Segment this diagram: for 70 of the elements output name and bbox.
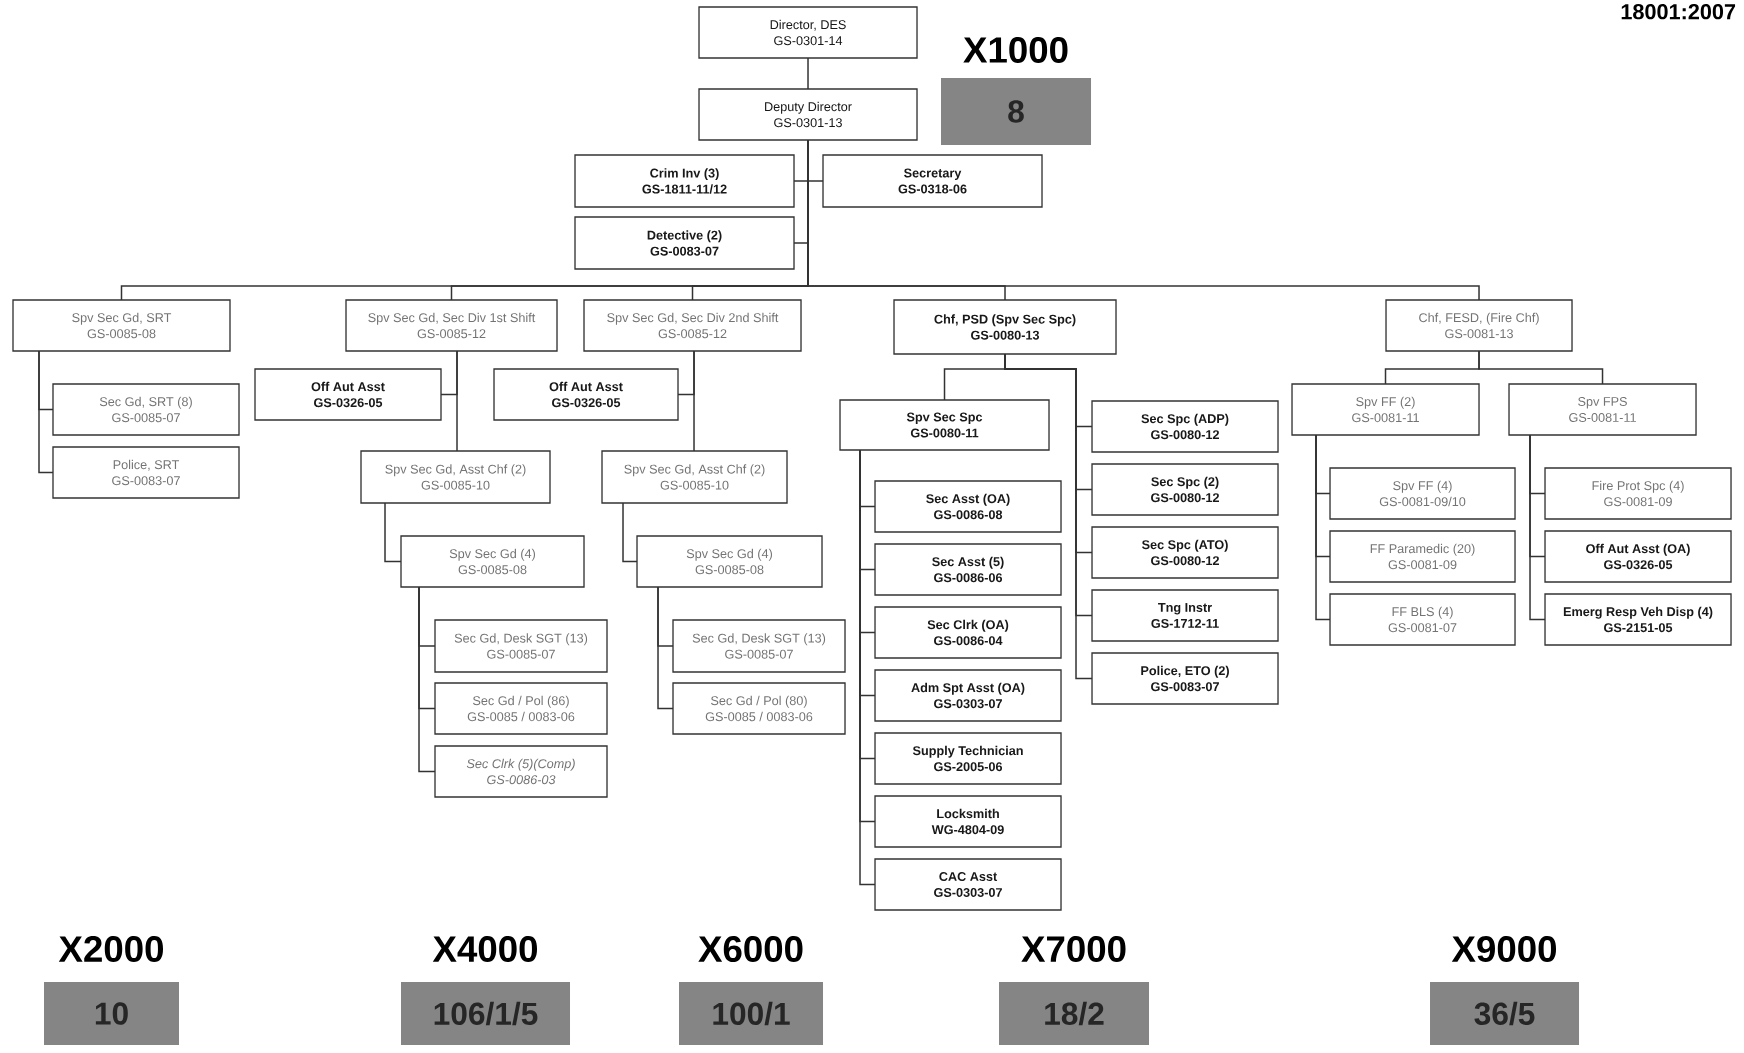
count-box: 18/2	[999, 982, 1149, 1045]
position-box: Spv FPS GS-0081-11	[1508, 383, 1697, 436]
position-box: Tng Instr GS-1712-11	[1091, 589, 1279, 642]
position-box: Locksmith WG-4804-09	[874, 795, 1062, 848]
position-box: Director, DES GS-0301-14	[698, 6, 918, 59]
position-box: Adm Spt Asst (OA) GS-0303-07	[874, 669, 1062, 722]
position-box: Chf, PSD (Spv Sec Spc) GS-0080-13	[893, 299, 1117, 355]
unit-code: X6000	[698, 936, 803, 962]
position-box: Sec Gd / Pol (80) GS-0085 / 0083-06	[672, 682, 846, 735]
position-box: Sec Asst (5) GS-0086-06	[874, 543, 1062, 596]
position-box: Sec Gd, Desk SGT (13) GS-0085-07	[434, 619, 608, 673]
connector-line	[657, 586, 674, 710]
position-box: Off Aut Asst GS-0326-05	[493, 368, 679, 421]
count-box: 36/5	[1430, 982, 1579, 1045]
position-box: FF Paramedic (20) GS-0081-09	[1329, 530, 1516, 583]
connector-line	[384, 502, 402, 563]
position-box: Detective (2) GS-0083-07	[574, 216, 795, 270]
position-box: Sec Asst (OA) GS-0086-08	[874, 480, 1062, 533]
position-box: Secretary GS-0318-06	[822, 154, 1043, 208]
connector-line	[693, 350, 695, 452]
position-box: Spv Sec Gd, Asst Chf (2) GS-0085-10	[360, 450, 551, 504]
position-box: Spv Sec Gd (4) GS-0085-08	[400, 535, 585, 588]
position-box: Supply Technician GS-2005-06	[874, 732, 1062, 785]
connector-line	[1004, 353, 1093, 680]
standard-label: 18001:2007	[1621, 4, 1736, 20]
unit-code: X4000	[432, 936, 537, 962]
position-box: Sec Spc (2) GS-0080-12	[1091, 463, 1279, 516]
count-box: 10	[44, 982, 179, 1045]
count-box: 100/1	[679, 982, 823, 1045]
position-box: Sec Spc (ADP) GS-0080-12	[1091, 400, 1279, 453]
position-box: Police, ETO (2) GS-0083-07	[1091, 652, 1279, 705]
position-box: Chf, FESD, (Fire Chf) GS-0081-13	[1385, 299, 1573, 352]
position-box: Crim Inv (3) GS-1811-11/12	[574, 154, 795, 208]
position-box: Sec Clrk (OA) GS-0086-04	[874, 606, 1062, 659]
position-box: Sec Gd / Pol (86) GS-0085 / 0083-06	[434, 682, 608, 735]
position-box: FF BLS (4) GS-0081-07	[1329, 593, 1516, 646]
unit-code: X9000	[1451, 936, 1556, 962]
position-box: Spv Sec Spc GS-0080-11	[839, 399, 1050, 451]
position-box: Spv Sec Gd, Asst Chf (2) GS-0085-10	[601, 450, 788, 504]
position-box: Spv Sec Gd, Sec Div 2nd Shift GS-0085-12	[583, 299, 802, 352]
position-box: Spv Sec Gd, Sec Div 1st Shift GS-0085-12	[345, 299, 558, 352]
connector-line	[38, 350, 54, 474]
connector-line	[456, 350, 458, 452]
position-box: Spv FF (4) GS-0081-09/10	[1329, 467, 1516, 520]
position-box: Sec Clrk (5)(Comp) GS-0086-03	[434, 745, 608, 798]
position-box: Emerg Resp Veh Disp (4) GS-2151-05	[1544, 593, 1732, 646]
position-box: Off Aut Asst GS-0326-05	[254, 368, 442, 421]
position-box: Sec Spc (ATO) GS-0080-12	[1091, 526, 1279, 579]
count-box: 106/1/5	[401, 982, 570, 1045]
connector-line	[807, 139, 1480, 301]
position-box: Sec Gd, Desk SGT (13) GS-0085-07	[672, 619, 846, 673]
position-box: Spv FF (2) GS-0081-11	[1291, 383, 1480, 436]
unit-code: X2000	[58, 936, 163, 962]
connector-line	[1478, 350, 1604, 385]
unit-code: X1000	[963, 37, 1068, 63]
position-box: Fire Prot Spc (4) GS-0081-09	[1544, 467, 1732, 520]
connector-line	[622, 502, 638, 563]
position-box: Deputy Director GS-0301-13	[698, 88, 918, 141]
position-box: Police, SRT GS-0083-07	[52, 446, 240, 499]
connector-line	[1315, 434, 1331, 621]
unit-code: X7000	[1021, 936, 1126, 962]
count-box: 8	[941, 78, 1091, 145]
position-box: Off Aut Asst (OA) GS-0326-05	[1544, 530, 1732, 583]
position-box: Sec Gd, SRT (8) GS-0085-07	[52, 383, 240, 436]
connector-line	[807, 57, 809, 90]
connector-line	[1529, 434, 1546, 621]
position-box: Spv Sec Gd (4) GS-0085-08	[636, 535, 823, 588]
position-box: CAC Asst GS-0303-07	[874, 858, 1062, 911]
connector-line	[418, 586, 436, 773]
position-box: Spv Sec Gd, SRT GS-0085-08	[12, 299, 231, 352]
